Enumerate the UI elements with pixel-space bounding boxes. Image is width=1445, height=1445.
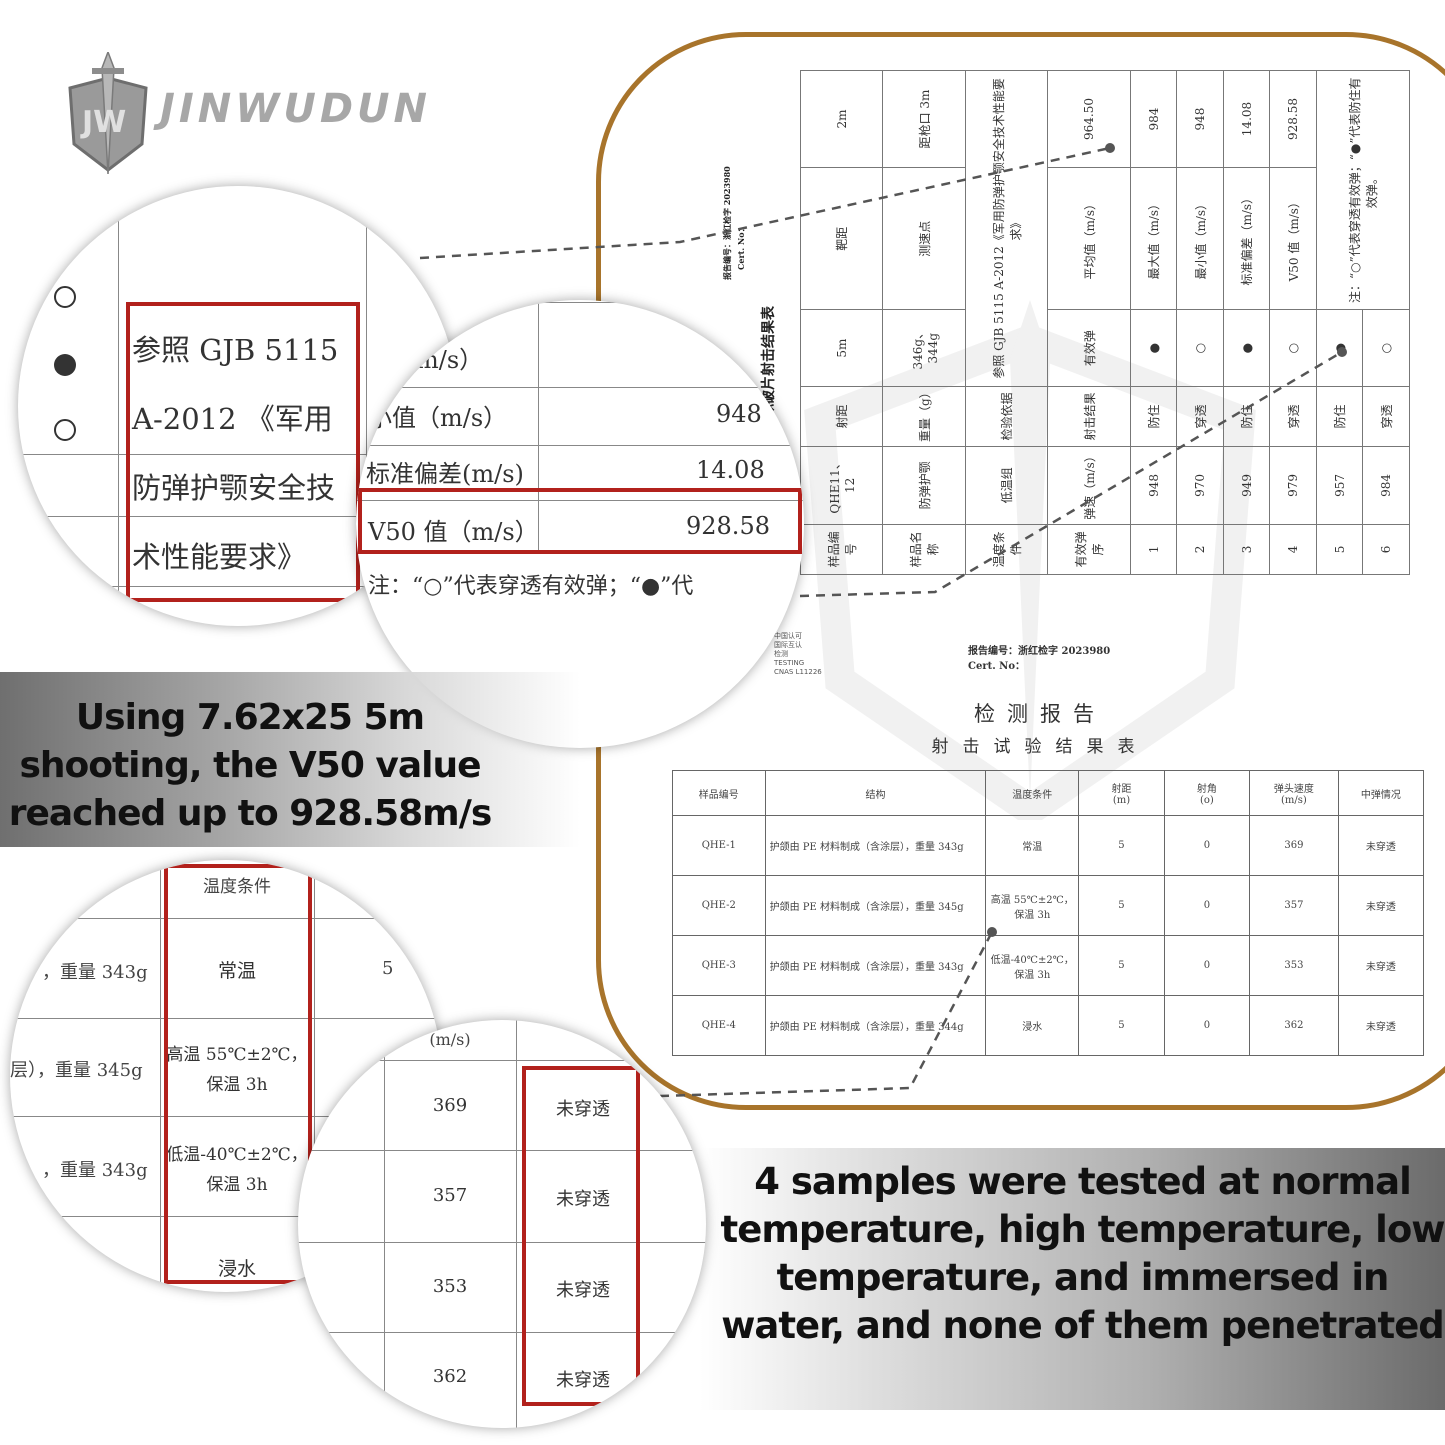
temperature: 高温 55℃±2℃， 保温 3h <box>985 875 1080 936</box>
weight-text: ，重量 343g <box>42 1160 148 1181</box>
velocity: 362 <box>1249 995 1339 1056</box>
temperature-condition: 常温 <box>217 960 256 982</box>
table-row: QHE-2 护颌由 PE 材料制成（含涂层），重量 345g 高温 55℃±2℃… <box>672 875 1425 936</box>
highlight-box <box>522 1066 640 1406</box>
v50-row-label: 值（m/s） <box>368 346 484 374</box>
result: 未穿透 <box>1337 875 1425 936</box>
zoom-circle-temperature: 温度条件 ，重量 343g 常温 5 层），重量 345g 高温 55℃±2℃，… <box>10 860 442 1292</box>
v50-row-value: 14.08 <box>696 456 765 484</box>
sample-id: QHE-4 <box>672 995 766 1056</box>
report-subtitle: 射击试验结果表 <box>931 737 1149 757</box>
zoom-circle-v50: 值（m/s） 小值（m/s） 948 标准偏差(m/s) 14.08 V50 值… <box>356 300 804 748</box>
v50-label: V50 值（m/s） <box>368 518 539 546</box>
result-value: 未穿透 <box>556 1189 610 1210</box>
weight-text: 层），重量 345g <box>10 1060 143 1081</box>
banner-left-background <box>0 672 580 847</box>
velocity-header: (m/s) <box>429 1030 471 1049</box>
result-value: 未穿透 <box>556 1280 610 1301</box>
highlight-box <box>126 302 360 602</box>
range: 5 <box>1078 935 1165 996</box>
svg-text:JW: JW <box>80 105 126 140</box>
filled-circle-icon <box>54 354 76 376</box>
range: 5 <box>1078 815 1165 876</box>
weight-text: ，重量 343g <box>42 962 148 983</box>
temperature-condition: 浸水 <box>217 1258 256 1280</box>
temperature: 浸水 <box>985 995 1080 1056</box>
banner-left-caption: Using 7.62x25 5m shooting, the V50 value… <box>8 697 493 834</box>
result: 未穿透 <box>1337 995 1425 1056</box>
open-circle-icon <box>54 419 76 441</box>
v50-value: 928.58 <box>686 512 770 540</box>
sample-id: QHE-2 <box>672 875 766 936</box>
v50-row-label: 标准偏差(m/s) <box>366 460 524 488</box>
sample-id: QHE-1 <box>672 815 766 876</box>
angle: 0 <box>1163 815 1251 876</box>
column-header: 结构 <box>764 770 987 816</box>
shooting-results-table: 样品编号 结构 温度条件 射距 (m) 射角 (o) 弹头速度 (m/s) 中弹… <box>672 770 1425 1056</box>
angle: 0 <box>1163 935 1251 996</box>
cert-number: Cert. No： <box>968 661 1025 672</box>
column-header: 温度条件 <box>985 770 1080 816</box>
column-header: 弹头速度 (m/s) <box>1249 770 1339 816</box>
result-value: 未穿透 <box>556 1370 610 1391</box>
table-row: QHE-3 护颌由 PE 材料制成（含涂层），重量 343g 低温-40℃±2℃… <box>672 935 1425 996</box>
structure: 护颌由 PE 材料制成（含涂层），重量 343g <box>764 935 987 996</box>
velocity: 369 <box>1249 815 1339 876</box>
brand-logo-shield-icon: JW <box>68 52 148 175</box>
brand-name: JINWUDUN <box>160 86 432 132</box>
range: 5 <box>1078 995 1165 1056</box>
highlight-box <box>358 488 802 554</box>
velocity-value: 362 <box>432 1366 468 1387</box>
velocity-value: 369 <box>432 1095 468 1116</box>
temperature-condition: 低温-40℃±2℃， 保温 3h <box>166 1145 308 1195</box>
temperature-condition: 高温 55℃±2℃， 保温 3h <box>166 1045 308 1095</box>
watermark-shield-icon <box>804 300 1256 820</box>
velocity-value: 353 <box>432 1276 468 1297</box>
column-header: 样品编号 <box>672 770 766 816</box>
report-meta: 报告编号：浙红检字 2023980 Cert. No： <box>968 644 1110 674</box>
table-row: QHE-1 护颌由 PE 材料制成（含涂层），重量 343g 常温 5 0 36… <box>672 815 1425 876</box>
angle: 0 <box>1163 995 1251 1056</box>
angle: 0 <box>1163 875 1251 936</box>
v50-row-label: 小值（m/s） <box>368 404 508 432</box>
legend-note: 注：“○”代表穿透有效弹；“●”代 <box>368 574 694 599</box>
range-text: 5 <box>382 958 394 979</box>
structure: 护颌由 PE 材料制成（含涂层），重量 344g <box>764 995 987 1056</box>
highlight-box <box>164 864 312 1284</box>
zoom-circle-results: (m/s) 369 未穿透 357 未穿透 353 未穿透 362 未穿透 <box>298 1020 706 1428</box>
column-header: 中弹情况 <box>1337 770 1425 816</box>
report-number: 报告编号：浙红检字 2023980 <box>968 646 1111 657</box>
report-title: 检测报告 <box>974 702 1106 726</box>
temperature-header: 温度条件 <box>203 877 271 897</box>
structure: 护颌由 PE 材料制成（含涂层），重量 343g <box>764 815 987 876</box>
sample-id: QHE-3 <box>672 935 766 996</box>
result: 未穿透 <box>1337 815 1425 876</box>
standard-line: A-2012 《军用 <box>132 402 333 436</box>
banner-right-caption: 4 samples were tested at normal temperat… <box>720 1160 1445 1347</box>
cnas-mark: 中国认可 国际互认 检测 TESTING CNAS L11226 <box>774 632 822 676</box>
standard-line: 术性能要求》 <box>132 540 307 574</box>
standard-text: 参照 GJB 5115 A-2012 《军用 防弹护颚安全技 术性能要求》 <box>132 316 338 592</box>
v50-row-value: 948 <box>716 400 762 428</box>
table-row: QHE-4 护颌由 PE 材料制成（含涂层），重量 344g 浸水 5 0 36… <box>672 995 1425 1056</box>
standard-line: 参照 GJB 5115 <box>132 333 339 367</box>
temperature: 低温-40℃±2℃， 保温 3h <box>985 935 1080 996</box>
column-header: 射角 (o) <box>1163 770 1251 816</box>
banner-right-background <box>700 1148 1445 1410</box>
result-value: 未穿透 <box>556 1099 610 1120</box>
open-circle-icon <box>54 286 76 308</box>
velocity-value: 357 <box>432 1185 468 1206</box>
zoom-circle-standard: 参照 GJB 5115 A-2012 《军用 防弹护颚安全技 术性能要求》 <box>18 186 458 626</box>
velocity: 353 <box>1249 935 1339 996</box>
standard-line: 防弹护颚安全技 <box>132 471 336 505</box>
